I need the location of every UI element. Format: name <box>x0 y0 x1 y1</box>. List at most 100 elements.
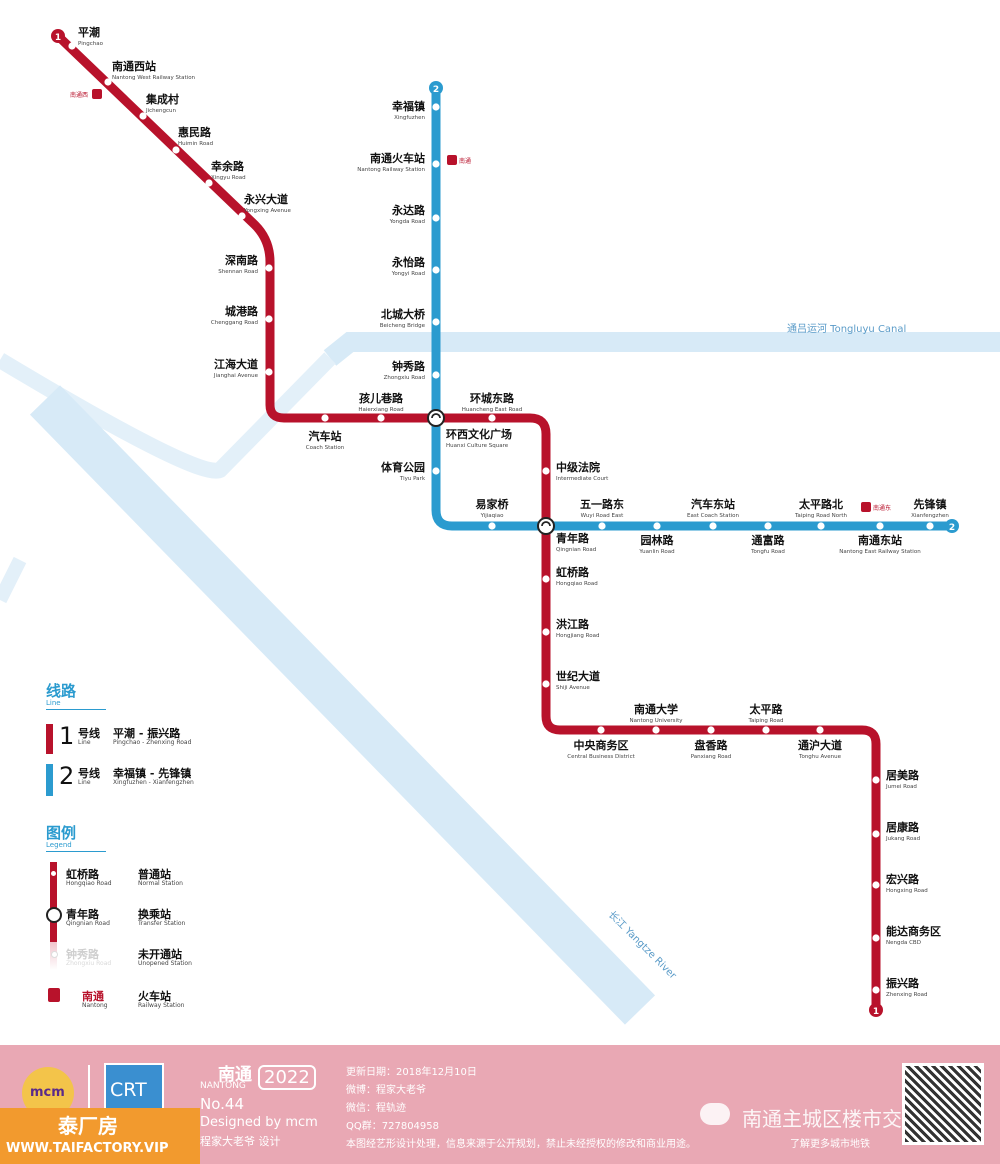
legend-normal-dot <box>51 871 56 876</box>
line1-station-dot[interactable] <box>377 414 385 422</box>
line2-station-dot[interactable] <box>926 522 934 530</box>
footer-wechat: 微信：程轨迹 <box>346 1103 406 1114</box>
line2-station-dot[interactable] <box>598 522 606 530</box>
line1-station-dot[interactable] <box>238 212 246 220</box>
legend-railway-sample-cn: 南通 <box>82 990 104 1003</box>
line2-station-dot[interactable] <box>432 371 440 379</box>
crt-logo-text: CRT <box>110 1079 147 1101</box>
line1-station-dot[interactable] <box>652 726 660 734</box>
line2-station-name-en: East Coach Station <box>687 513 740 519</box>
line1-terminal-number-end: 1 <box>873 1007 879 1017</box>
line1-station-name: 通沪大道 <box>798 738 842 752</box>
footer-watermark: 南通主城区楼市交流 <box>742 1107 922 1131</box>
line1-station-dot[interactable] <box>707 726 715 734</box>
line2-terminal-xianfeng <box>945 519 959 533</box>
line2-route <box>431 88 950 531</box>
line2-station-dot[interactable] <box>432 467 440 475</box>
line1-station-name: 居康路 <box>886 820 920 834</box>
line1-station-dot[interactable] <box>265 315 273 323</box>
railway-icon-central: 南通 <box>447 155 471 165</box>
line1-station-dot[interactable] <box>488 414 496 422</box>
line1-station-name-en: Taiping Road <box>748 718 784 724</box>
footer-year: 2022 <box>258 1065 316 1090</box>
line1-station-dot[interactable] <box>265 368 273 376</box>
line1-station-dot[interactable] <box>542 628 550 636</box>
line2-terminal-number: 2 <box>433 85 439 95</box>
line2-station-name: 永怡路 <box>391 255 426 269</box>
line2-station-dot[interactable] <box>817 522 825 530</box>
taifactory-badge[interactable]: 泰厂房 WWW.TAIFACTORY.VIP <box>0 1108 200 1164</box>
railway-icon-west: 南通西 <box>70 89 102 99</box>
footer-qq: QQ群：727804958 <box>346 1121 440 1132</box>
line1-station-dot[interactable] <box>816 726 824 734</box>
line1-station-name-en: Shennan Road <box>218 269 258 275</box>
line2-station-dot[interactable] <box>709 522 717 530</box>
line1-station-name-en: Hongxing Road <box>886 888 928 894</box>
line1-station-dot[interactable] <box>597 726 605 734</box>
line2-station-dot[interactable] <box>488 522 496 530</box>
transfer-station-huanxi[interactable] <box>427 409 445 427</box>
line1-station-dot[interactable] <box>762 726 770 734</box>
line1-station-name-en: Intermediate Court <box>556 476 609 482</box>
line1-station-name: 城港路 <box>225 304 259 318</box>
badge-title: 泰厂房 <box>58 1114 118 1138</box>
line1-station-dot[interactable] <box>139 112 147 120</box>
line2-station-dot[interactable] <box>764 522 772 530</box>
line2-station-dot[interactable] <box>432 318 440 326</box>
legend-railway-label-cn: 火车站 <box>138 990 171 1003</box>
line2-station-name-en: Nantong Railway Station <box>357 167 425 173</box>
line2-station-name-en: Beicheng Bridge <box>380 323 426 329</box>
line2-station-name-en: Xianfengzhen <box>911 513 949 519</box>
line2-station-dot[interactable] <box>432 214 440 222</box>
line2-legend-route-cn: 幸福镇 - 先锋镇 <box>113 767 192 780</box>
line2-legend-num: 2 <box>59 762 75 790</box>
badge-url: WWW.TAIFACTORY.VIP <box>6 1141 169 1156</box>
line1-station-name-en: Pingchao <box>78 41 104 47</box>
line1-station-name: 惠民路 <box>178 125 212 139</box>
line1-station-dot[interactable] <box>872 776 880 784</box>
railway-icon-west-label: 南通西 <box>70 91 88 99</box>
line1-station-name: 环城东路 <box>470 391 515 405</box>
line1-station-dot[interactable] <box>542 575 550 583</box>
footer-more: 了解更多城市地铁 <box>790 1139 870 1150</box>
line2-station-name: 体育公园 <box>381 460 425 474</box>
line1-station-dot[interactable] <box>542 680 550 688</box>
legend-unopened-label-en: Unopened Station <box>138 960 192 967</box>
line2-station-dot[interactable] <box>432 160 440 168</box>
line1-legend-route-cn: 平潮 - 振兴路 <box>113 727 181 740</box>
transfer-station-qingnian[interactable] <box>537 517 555 535</box>
line1-station-dot[interactable] <box>205 179 213 187</box>
footer-divider <box>88 1065 90 1125</box>
line2-station-name-en: Yuanlin Road <box>638 549 674 555</box>
line1-station-dot[interactable] <box>872 830 880 838</box>
footer-issue: No.44 <box>200 1095 244 1113</box>
line2-station-dot[interactable] <box>432 103 440 111</box>
line1-legend-route-en: Pingchao - Zhenxing Road <box>113 739 192 746</box>
line1-station-name: 洪江路 <box>556 617 590 631</box>
legend-transfer-sample-en: Qingnian Road <box>66 920 110 927</box>
line2-station-dot[interactable] <box>432 266 440 274</box>
line1-station-dot[interactable] <box>542 467 550 475</box>
line1-station-name: 南通西站 <box>112 59 156 73</box>
line2-legend-row: 2 号线 Line 幸福镇 - 先锋镇 Xingfuzhen - Xianfen… <box>46 762 346 796</box>
line1-station-dot[interactable] <box>872 934 880 942</box>
line2-station-dot[interactable] <box>876 522 884 530</box>
footer-designer: 程家大老爷 设计 <box>200 1135 281 1148</box>
line2-station-dot[interactable] <box>653 522 661 530</box>
line1-legend-en: Line <box>78 739 91 746</box>
line1-station-dot[interactable] <box>872 986 880 994</box>
legend-unopened-sample-cn: 钟秀路 <box>66 948 99 961</box>
railway-icon-central-label: 南通 <box>459 157 471 165</box>
canal-label: 通吕运河 Tongluyu Canal <box>787 323 906 335</box>
line2-station-name: 易家桥 <box>476 497 510 511</box>
line1-station-dot[interactable] <box>265 264 273 272</box>
line1-station-dot[interactable] <box>872 881 880 889</box>
line2-station-name-en: Yongyi Road <box>391 271 425 277</box>
symbol-legend-title: 图例 <box>46 824 77 842</box>
line1-station-name: 振兴路 <box>886 976 920 990</box>
line1-station-dot[interactable] <box>104 78 112 86</box>
line1-station-dot[interactable] <box>172 146 180 154</box>
line1-station-dot[interactable] <box>321 414 329 422</box>
railway-icon-east: 南通东 <box>861 502 891 512</box>
line1-station-dot[interactable] <box>68 42 76 50</box>
